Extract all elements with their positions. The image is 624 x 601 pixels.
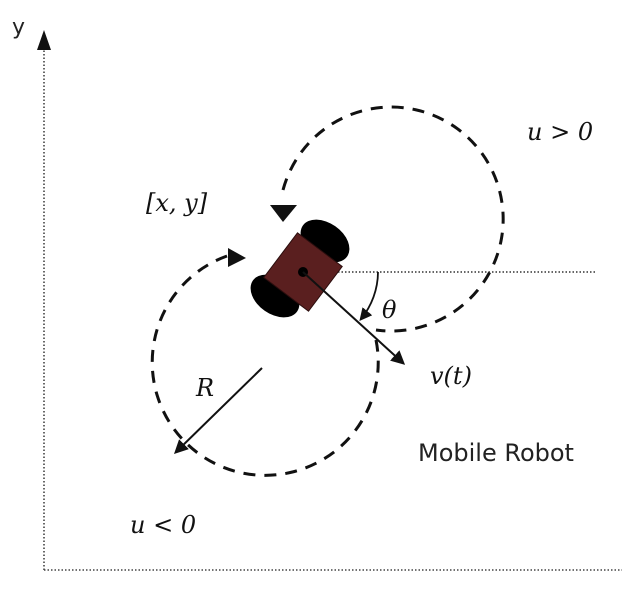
upper-circle-arrowhead [270, 205, 297, 222]
lower-turning-circle [150, 248, 380, 477]
velocity-label: v(t) [430, 362, 472, 390]
lower-circle-arc [150, 254, 380, 477]
lower-circle-arrowhead [228, 248, 246, 267]
upper-circle-arc [281, 105, 505, 333]
velocity-arrow [302, 271, 406, 365]
theta-label: θ [382, 296, 397, 324]
theta-angle-arc [359, 271, 379, 321]
radius-label: R [195, 374, 214, 402]
upper-turning-circle [270, 105, 505, 333]
coordinate-axes: y [12, 15, 622, 571]
position-label: [x, y] [146, 189, 208, 217]
robot [250, 219, 350, 318]
radius-arrow [173, 367, 263, 454]
y-axis-label: y [12, 15, 25, 40]
u-positive-label: u > 0 [527, 118, 593, 146]
y-axis-arrowhead [37, 30, 51, 50]
mobile-robot-caption: Mobile Robot [418, 439, 574, 467]
u-negative-label: u < 0 [130, 511, 196, 539]
